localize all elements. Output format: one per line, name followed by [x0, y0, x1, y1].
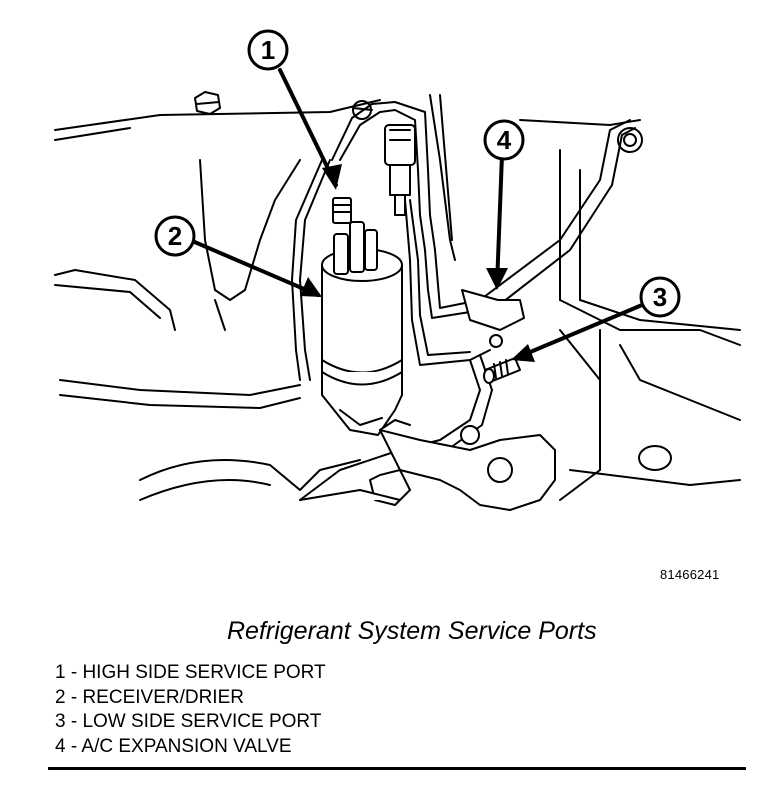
lower-assembly — [139, 419, 556, 511]
callout-label-1: 1 — [261, 35, 275, 65]
engine-bay-illustration: 1 2 3 4 — [54, 29, 741, 511]
arrow-1 — [278, 68, 338, 187]
background-bolts — [194, 91, 672, 471]
legend-item-1: 1 - HIGH SIDE SERVICE PORT — [55, 662, 326, 683]
low-side-port-fitting — [461, 289, 525, 384]
arrow-2 — [188, 238, 320, 297]
callout-circle-1: 1 — [247, 29, 289, 71]
arrow-heads — [300, 164, 535, 362]
callout-label-2: 2 — [168, 221, 182, 251]
callout-label-3: 3 — [653, 282, 667, 312]
callout-arrows — [188, 68, 644, 360]
callout-circle-4: 4 — [483, 119, 525, 161]
callout-circle-3: 3 — [639, 276, 681, 318]
callout-circle-2: 2 — [154, 215, 196, 257]
electrical-connector — [384, 124, 416, 216]
arrow-4 — [495, 153, 504, 287]
bottom-rule — [48, 767, 746, 770]
figure-title: Refrigerant System Service Ports — [227, 617, 597, 645]
legend-item-2: 2 - RECEIVER/DRIER — [55, 686, 244, 708]
figure-number: 81466241 — [660, 567, 720, 582]
legend-item-3: 3 - LOW SIDE SERVICE PORT — [55, 711, 322, 732]
receiver-drier — [321, 197, 403, 436]
callout-label-4: 4 — [497, 125, 512, 155]
legend: 1 - HIGH SIDE SERVICE PORT 2 - RECEIVER/… — [55, 661, 326, 759]
body-panel-outline — [54, 94, 741, 501]
legend-item-4: 4 - A/C EXPANSION VALVE — [55, 735, 292, 757]
arrow-3 — [514, 303, 644, 360]
